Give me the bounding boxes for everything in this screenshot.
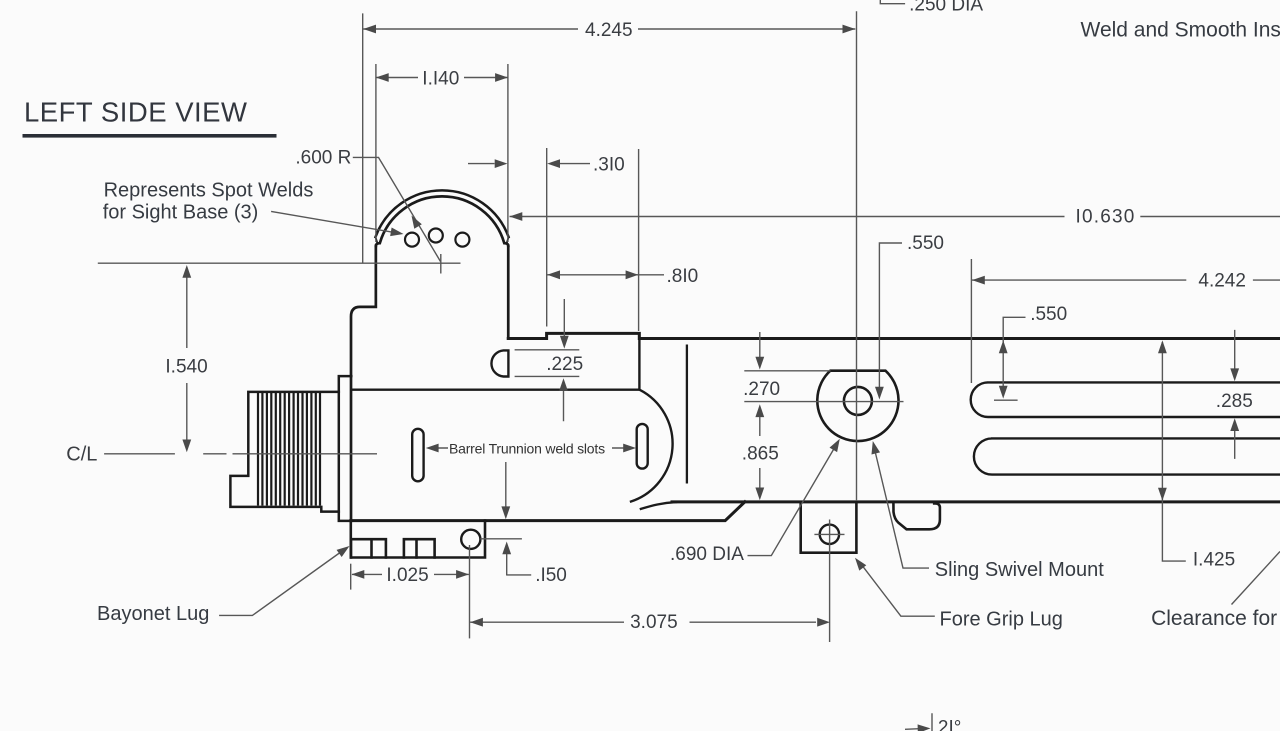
svg-text:.225: .225 — [546, 354, 583, 375]
svg-text:4.245: 4.245 — [585, 20, 633, 41]
svg-text:.690 DIA: .690 DIA — [670, 544, 744, 565]
svg-text:.270: .270 — [743, 379, 780, 400]
svg-text:for Sight Base (3): for Sight Base (3) — [103, 202, 259, 224]
svg-text:2I°: 2I° — [938, 718, 961, 731]
svg-text:I.025: I.025 — [386, 565, 428, 586]
svg-text:4.242: 4.242 — [1198, 271, 1246, 292]
svg-text:.250 DIA: .250 DIA — [909, 0, 983, 16]
svg-text:I.425: I.425 — [1193, 550, 1235, 571]
svg-text:.600 R: .600 R — [295, 148, 351, 169]
svg-text:LEFT SIDE VIEW: LEFT SIDE VIEW — [24, 97, 247, 128]
svg-text:.3I0: .3I0 — [593, 155, 625, 176]
svg-text:I0.630: I0.630 — [1076, 207, 1136, 228]
svg-text:Weld and Smooth Inside: Weld and Smooth Inside — [1081, 19, 1280, 42]
svg-text:3.075: 3.075 — [630, 612, 678, 633]
svg-text:Represents Spot Welds: Represents Spot Welds — [104, 180, 314, 202]
svg-text:Sling Swivel Mount: Sling Swivel Mount — [935, 559, 1104, 581]
svg-text:.285: .285 — [1216, 391, 1253, 412]
svg-text:.550: .550 — [1030, 304, 1067, 325]
svg-text:I.540: I.540 — [165, 356, 207, 377]
svg-text:Clearance for G: Clearance for G — [1151, 607, 1280, 630]
svg-text:I.I40: I.I40 — [422, 69, 459, 90]
svg-text:Fore Grip Lug: Fore Grip Lug — [940, 609, 1063, 631]
svg-text:Bayonet Lug: Bayonet Lug — [97, 603, 209, 625]
svg-text:Barrel Trunnion weld slots: Barrel Trunnion weld slots — [449, 441, 605, 457]
svg-text:.I50: .I50 — [535, 565, 567, 586]
svg-text:.550: .550 — [907, 233, 944, 254]
svg-text:.8I0: .8I0 — [667, 266, 699, 287]
svg-text:.865: .865 — [742, 444, 779, 465]
svg-text:C/L: C/L — [66, 444, 97, 466]
